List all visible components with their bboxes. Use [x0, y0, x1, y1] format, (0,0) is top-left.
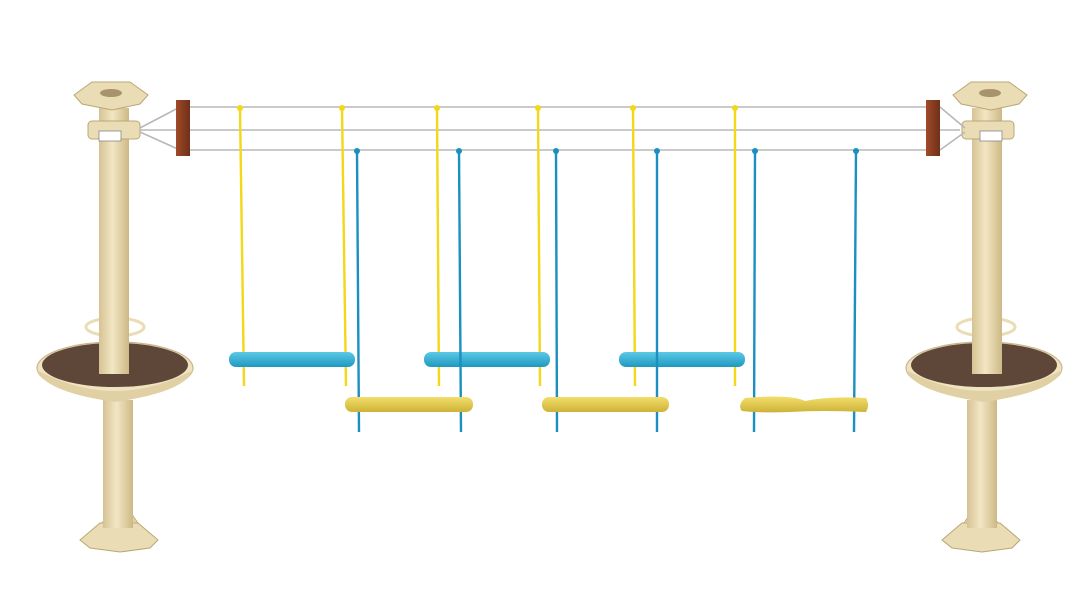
left-cable-anchor-lower	[139, 131, 181, 151]
yellow-rope	[340, 107, 348, 387]
right-cable-anchor-lower	[939, 131, 966, 151]
left-post-upper-column	[99, 108, 129, 374]
left-post-cap-hole	[100, 89, 122, 97]
right-post-lower-column	[967, 400, 997, 528]
yellow-swing-seat	[740, 396, 868, 413]
right-platform-underside	[906, 370, 1062, 402]
right-post-clamp	[979, 130, 1003, 142]
rope-knot	[237, 105, 243, 111]
yellow-rope	[536, 107, 542, 387]
rope-knot	[853, 148, 859, 154]
upper-swing-2	[424, 105, 550, 387]
rope-knot	[535, 105, 541, 111]
cyan-swing-seat	[424, 352, 550, 367]
cyan-swing-seat	[229, 352, 355, 367]
blue-rope	[852, 150, 858, 433]
left-post-lower-column	[103, 400, 133, 528]
right-wood-block	[926, 100, 940, 156]
yellow-rope	[238, 107, 246, 387]
rope-knot	[732, 105, 738, 111]
right-post	[905, 81, 1063, 553]
left-platform-underside	[37, 370, 193, 402]
rope-knot	[553, 148, 559, 154]
blue-rope	[457, 150, 463, 433]
lower-swing-2	[542, 148, 669, 433]
blue-rope	[554, 150, 559, 433]
right-post-upper-column	[972, 108, 1002, 374]
lower-swing-1	[345, 148, 473, 433]
yellow-swing-seat	[542, 397, 669, 412]
rope-knot	[752, 148, 758, 154]
upper-swing-1	[229, 105, 355, 387]
lower-swing-3	[740, 148, 868, 433]
yellow-rope	[435, 107, 441, 387]
rope-knot	[654, 148, 660, 154]
right-post-cap-hole	[979, 89, 1001, 97]
blue-rope	[355, 150, 361, 433]
rope-knot	[354, 148, 360, 154]
upper-swing-3	[619, 105, 745, 387]
left-post	[36, 81, 194, 553]
left-cable-anchor-upper	[139, 106, 181, 129]
left-post-clamp	[98, 130, 122, 142]
rope-knot	[630, 105, 636, 111]
cables	[139, 106, 966, 151]
blue-rope	[752, 150, 757, 433]
yellow-swing-seat	[345, 397, 473, 412]
rope-knot	[434, 105, 440, 111]
rope-knot	[456, 148, 462, 154]
left-wood-block	[176, 100, 190, 156]
right-cable-anchor-upper	[939, 106, 966, 129]
yellow-rope	[631, 107, 637, 387]
cyan-swing-seat	[619, 352, 745, 367]
rope-knot	[339, 105, 345, 111]
